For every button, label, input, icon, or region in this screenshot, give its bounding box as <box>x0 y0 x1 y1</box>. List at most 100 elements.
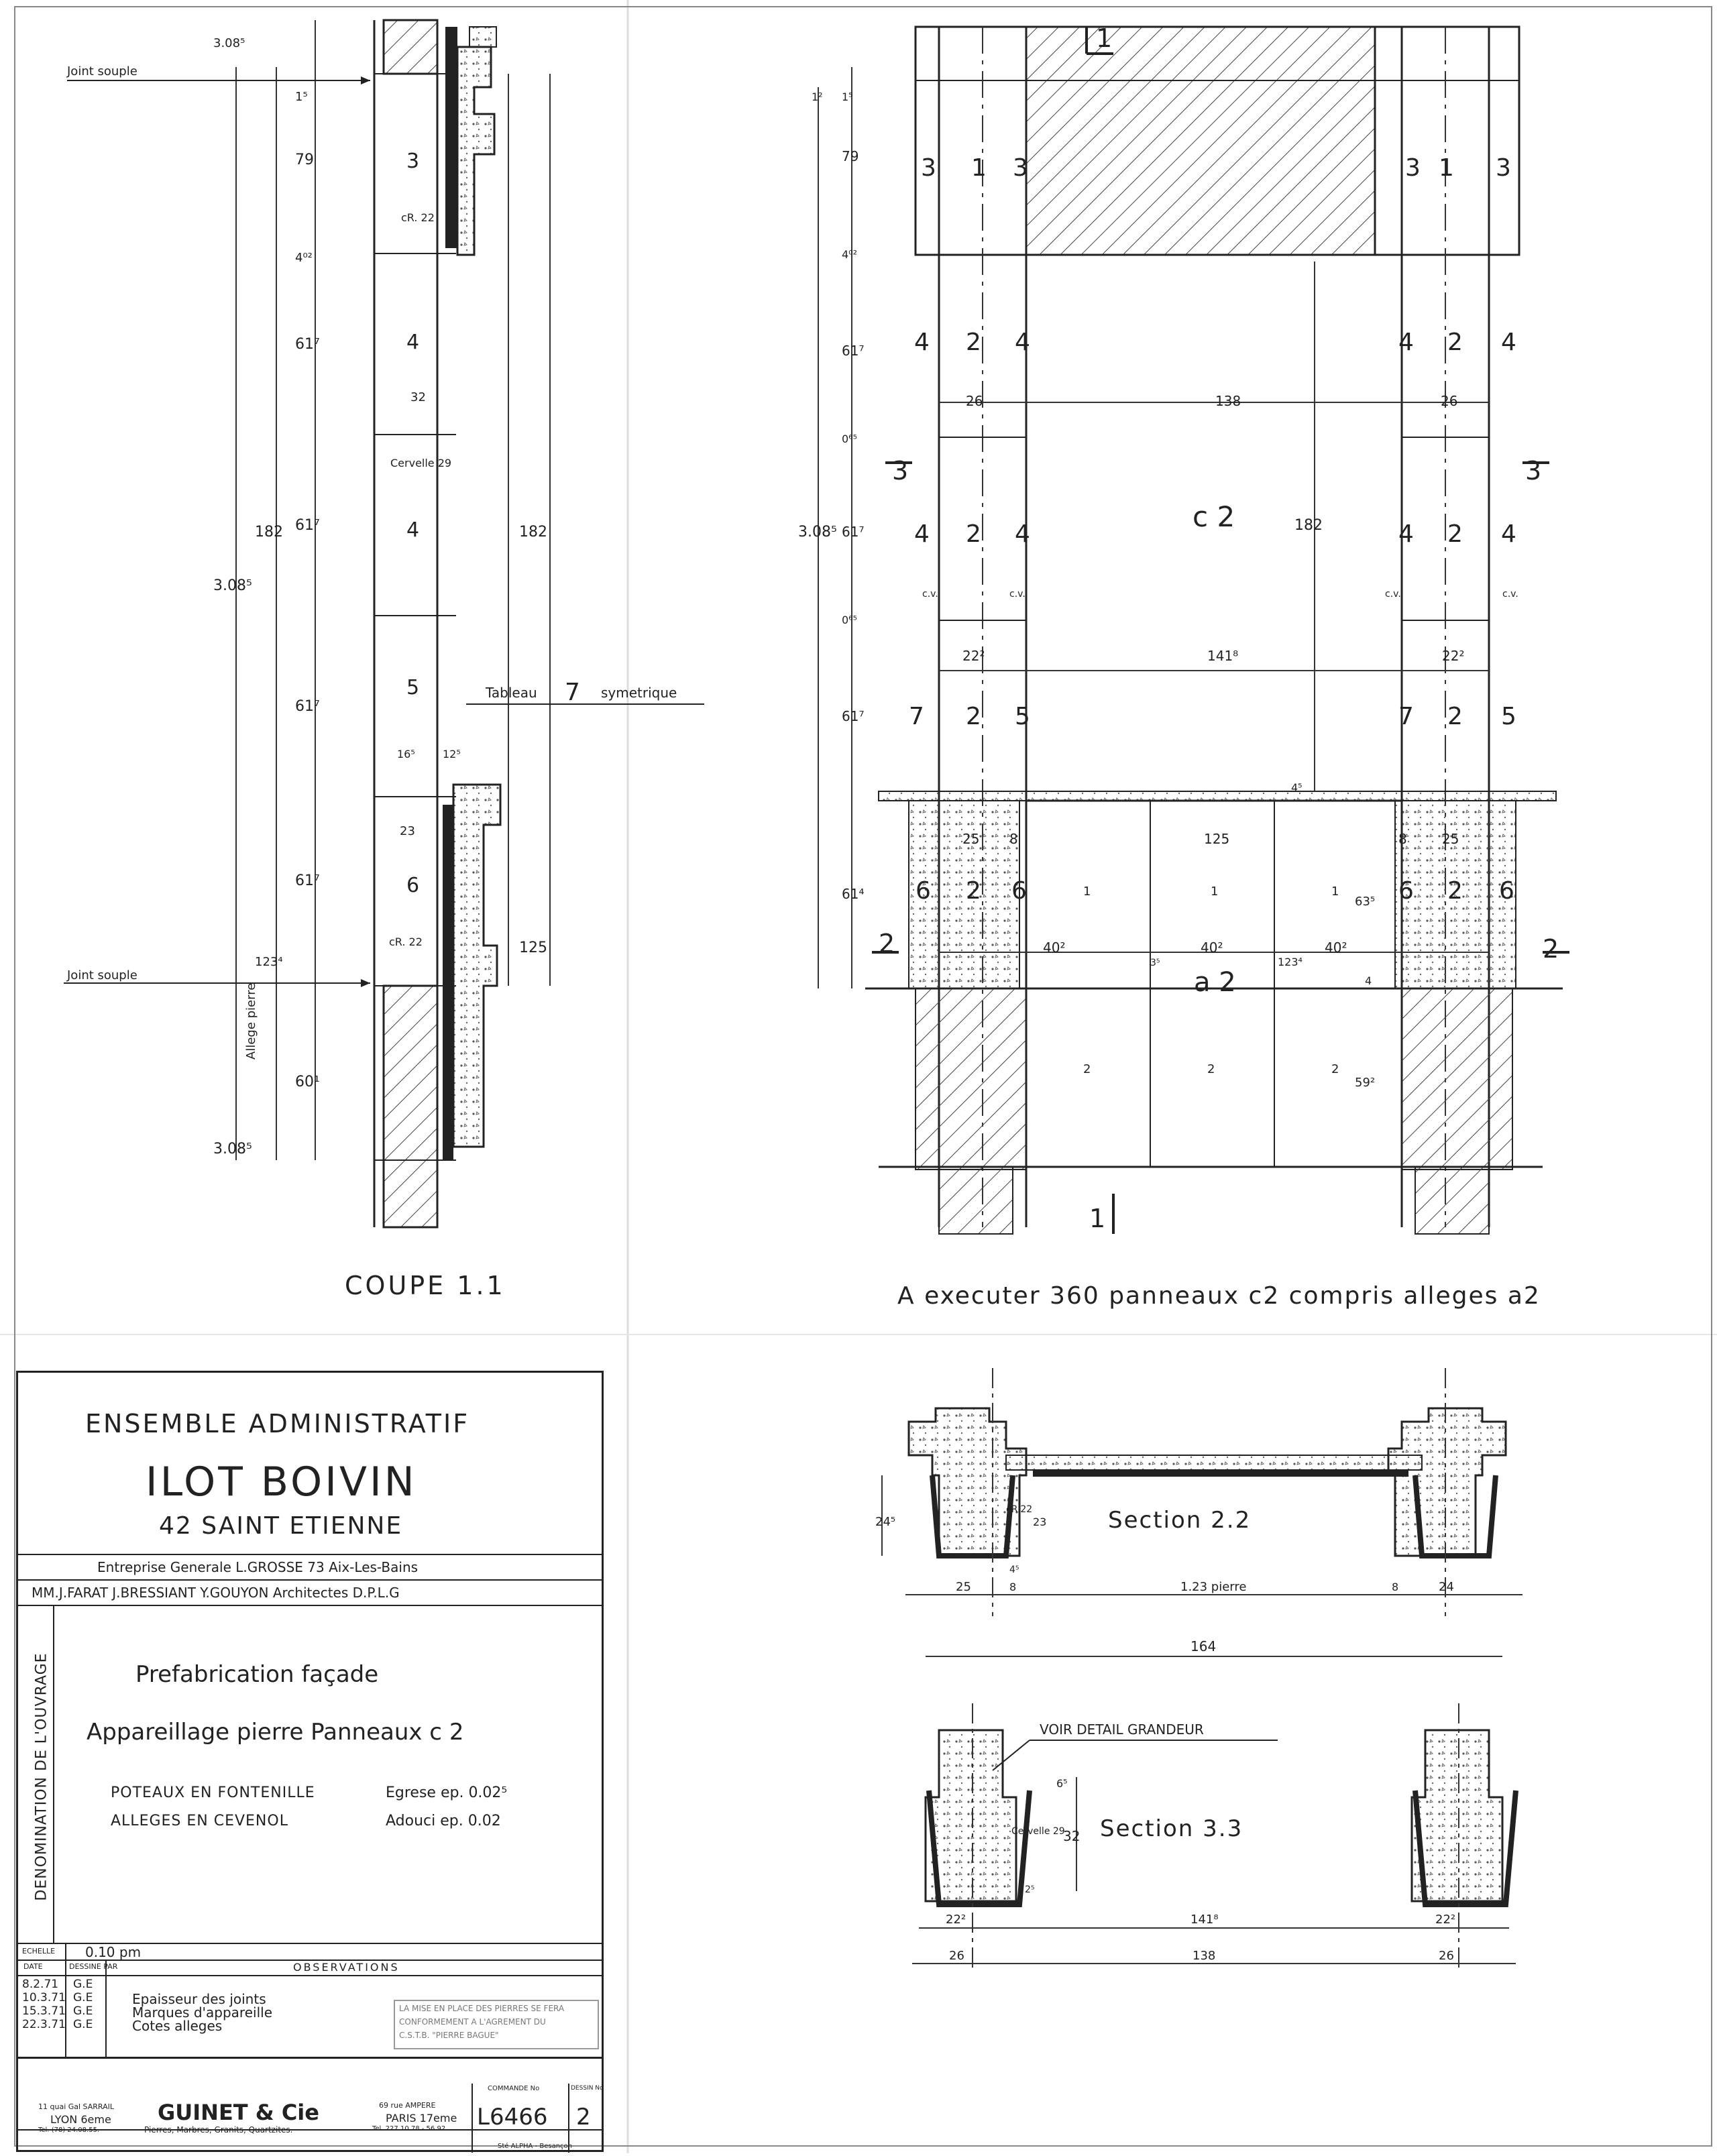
piece-mark: 2 <box>966 703 981 730</box>
vertical-note: Allege pierre <box>244 983 258 1060</box>
dim-label: 3⁵ <box>1150 958 1160 968</box>
dim-label: 26 <box>1439 1949 1454 1963</box>
piece-mark: 4 <box>914 329 930 356</box>
dim-label: 123⁴ <box>255 955 283 969</box>
joint-label-top: Joint souple <box>66 64 137 78</box>
dim-label: 1 <box>1083 885 1091 899</box>
dim-label: 79 <box>295 152 314 168</box>
dim-label: 22² <box>1442 648 1464 664</box>
dim-label: 26 <box>966 393 983 409</box>
dim-label: 1 <box>1331 885 1339 899</box>
piece-mark: 3 <box>1013 154 1028 182</box>
revision-author: G.E <box>73 1978 93 1991</box>
divider <box>568 2084 569 2153</box>
elevation-title: A executer 360 panneaux c2 compris alleg… <box>897 1282 1541 1310</box>
dim-label: 3.08⁵ <box>213 1141 252 1157</box>
ouvrage-line-1: Prefabrication façade <box>135 1661 379 1688</box>
dim-label: 1² <box>812 91 823 103</box>
project-line-1: ENSEMBLE ADMINISTRATIF <box>85 1409 470 1438</box>
dim-label: 6⁵ <box>1056 1777 1068 1790</box>
col-observations: OBSERVATIONS <box>293 1961 400 1974</box>
title-block: ENSEMBLE ADMINISTRATIF ILOT BOIVIN 42 SA… <box>16 1371 604 2153</box>
piece-mark: 4 <box>1015 329 1030 356</box>
dim-label: 61⁷ <box>842 524 864 540</box>
dim-label: 123⁴ <box>1278 956 1303 968</box>
dim-label: 79 <box>842 148 858 164</box>
dim-label: 25 <box>956 1580 971 1594</box>
material-1-finish: Egrese ep. 0.02⁵ <box>386 1784 508 1801</box>
divider <box>18 2129 602 2131</box>
panel-number: 3 <box>406 150 419 173</box>
dim-label: 8 <box>1009 831 1018 847</box>
section-2-2-title: Section 2.2 <box>1108 1507 1251 1534</box>
elevation-view <box>818 25 1569 1235</box>
dim-label: 8 <box>1398 831 1407 847</box>
tableau-note-b: symetrique <box>601 685 677 701</box>
piece-mark: 4 <box>1398 329 1414 356</box>
dim-label: 141⁸ <box>1190 1913 1219 1927</box>
tableau-note-a: Tableau <box>485 685 537 701</box>
dim-label: c.v. <box>1502 589 1518 600</box>
panel-number: 6 <box>406 874 419 897</box>
dim-label: 40² <box>1201 940 1223 956</box>
revision-date: 8.2.71 <box>22 1978 59 1991</box>
company-name: GUINET & Cie <box>158 2100 319 2125</box>
col-dessine: DESSINE PAR <box>69 1962 118 1971</box>
dim-label: 61⁴ <box>842 886 864 902</box>
dim-label: 1 <box>1211 885 1218 899</box>
inner-label: 32 <box>410 390 426 404</box>
address-line: LYON 6eme <box>50 2113 111 2126</box>
piece-mark: 7 <box>909 703 924 730</box>
ouvrage-line-2: Appareillage pierre Panneaux c 2 <box>87 1719 464 1746</box>
dim-label: 141⁸ <box>1207 648 1238 664</box>
section-mark: 1 <box>1089 1204 1105 1233</box>
piece-mark: 3 <box>1496 154 1511 182</box>
piece-mark: 2 <box>966 520 981 548</box>
revision-author: G.E <box>73 2018 93 2031</box>
entreprise-line: Entreprise Generale L.GROSSE 73 Aix-Les-… <box>97 1559 419 1575</box>
dim-label: 4⁵ <box>1009 1565 1019 1575</box>
architectes-line: MM.J.FARAT J.BRESSIANT Y.GOUYON Architec… <box>32 1585 400 1601</box>
col-date: DATE <box>23 1962 43 1971</box>
piece-mark: 4 <box>1501 329 1516 356</box>
dim-label: 2 <box>1207 1062 1215 1076</box>
dim-label: 8 <box>1009 1581 1016 1593</box>
detail-callout: VOIR DETAIL GRANDEUR <box>1040 1721 1204 1738</box>
address-line: Tel. 227.10.78 - 56.92 <box>372 2125 446 2133</box>
revision-author: G.E <box>73 2004 93 2018</box>
dim-label: 32 <box>1063 1828 1080 1844</box>
divider <box>472 2084 473 2153</box>
piece-mark: 4 <box>914 520 930 548</box>
allege-label: a 2 <box>1194 967 1236 998</box>
piece-mark: 2 <box>966 329 981 356</box>
echelle-value: 0.10 pm <box>85 1944 142 1960</box>
stamp-line: C.S.T.B. "PIERRE BAGUE" <box>399 2031 499 2040</box>
panel-label: c 2 <box>1193 500 1235 533</box>
dim-label: 4⁵ <box>1291 781 1303 794</box>
company-trades: Pierres, Marbres, Granits, Quartzites. <box>144 2125 293 2135</box>
piece-mark: 4 <box>1015 520 1030 548</box>
piece-mark: 4 <box>1501 520 1516 548</box>
divider <box>65 1943 66 2057</box>
piece-mark: 7 <box>1398 703 1414 730</box>
stamp-line: LA MISE EN PLACE DES PIERRES SE FERA <box>399 2004 565 2013</box>
divider <box>53 1605 54 1943</box>
joint-label-bottom: Joint souple <box>66 968 137 982</box>
dim-label: 0⁶⁵ <box>842 614 857 626</box>
dim-label: 25 <box>962 831 979 847</box>
divider <box>18 1554 602 1555</box>
dim-label: 61⁷ <box>295 698 320 715</box>
revision-date: 10.3.71 <box>22 1991 66 2004</box>
dim-label: 182 <box>1294 517 1323 534</box>
ouvrage-side-label: DENOMINATION DE L'OUVRAGE <box>33 1652 50 1901</box>
section-mark: 1 <box>1096 23 1112 53</box>
project-location: 42 SAINT ETIENNE <box>159 1512 403 1540</box>
dim-label: 24⁵ <box>875 1515 895 1529</box>
revision-note: Epaisseur des joints <box>132 1991 266 2007</box>
dim-label: 40² <box>1325 940 1347 956</box>
divider <box>18 1579 602 1581</box>
dim-label: 59² <box>1355 1076 1375 1090</box>
piece-mark: 6 <box>916 877 931 905</box>
dim-label: 61⁷ <box>295 336 320 353</box>
